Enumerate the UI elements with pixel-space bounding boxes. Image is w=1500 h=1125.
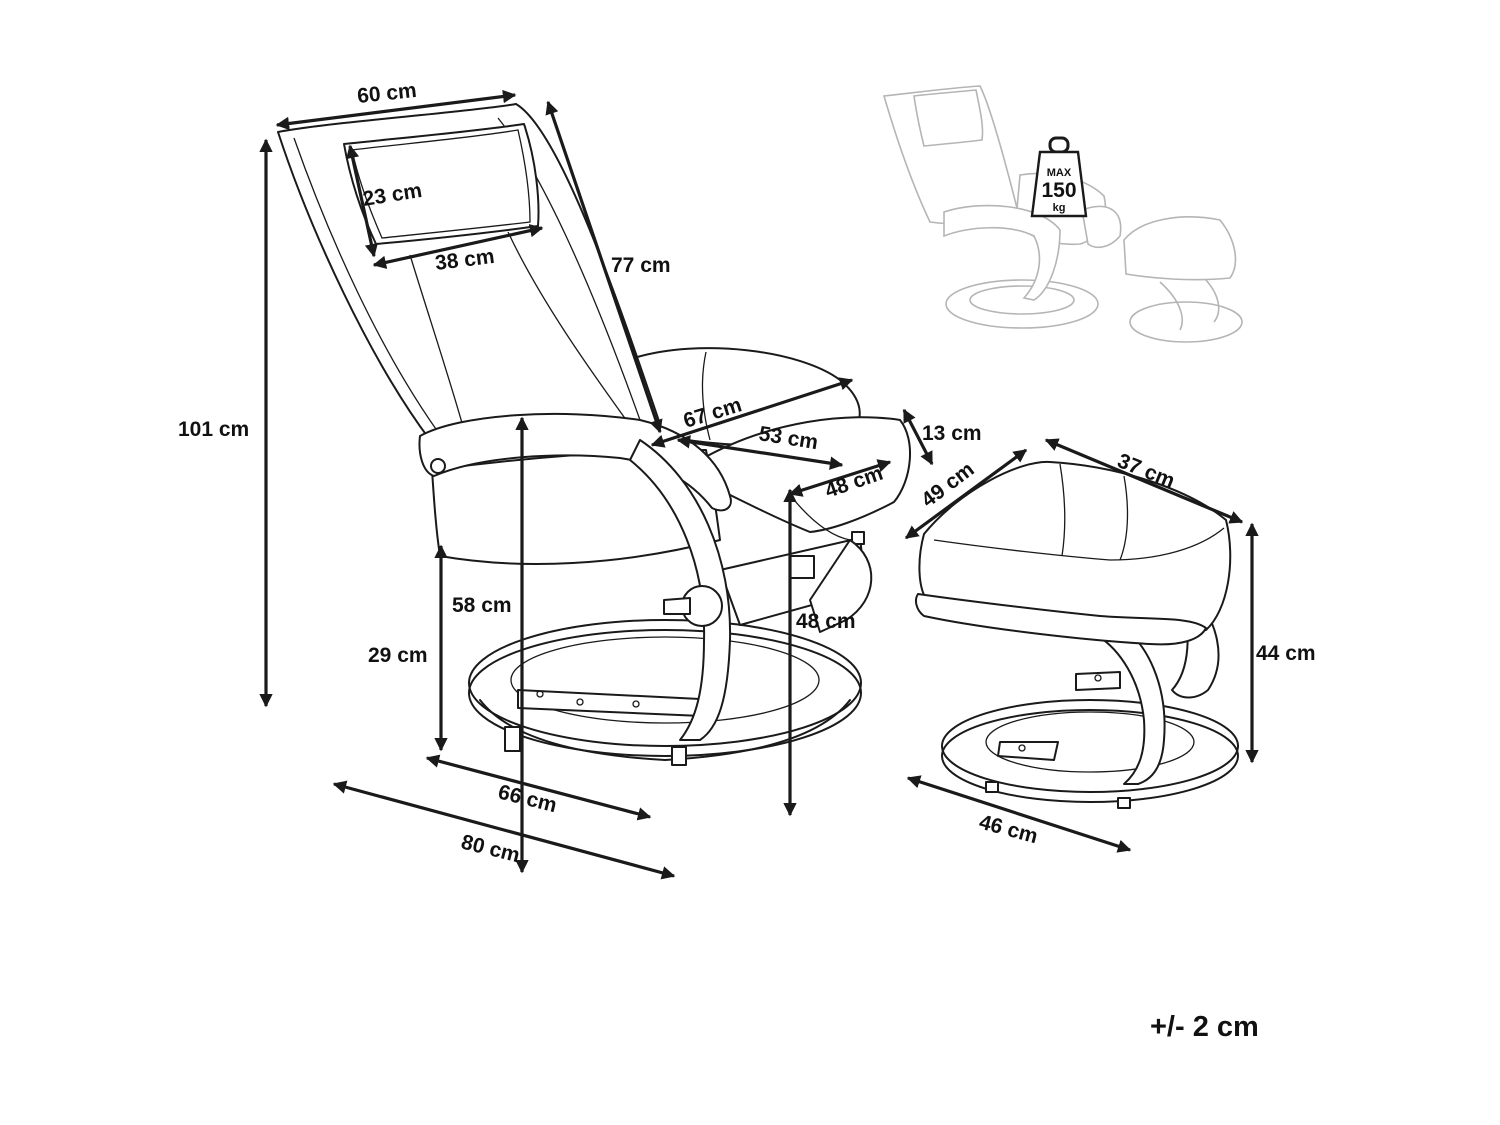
max-load-unit: kg <box>1053 202 1066 214</box>
dim-label-13: 13 cm <box>922 422 982 445</box>
dim-label-58: 58 cm <box>452 594 512 617</box>
dim-label-48-height: 48 cm <box>796 610 856 633</box>
footstool-drawing <box>915 460 1239 809</box>
max-load-prefix: MAX <box>1047 167 1072 179</box>
dim-label-101: 101 cm <box>178 418 249 441</box>
dimension-lines <box>259 89 1259 880</box>
dim-label-80: 80 cm <box>459 831 522 868</box>
max-load-value: 150 <box>1041 179 1076 202</box>
dim-label-60: 60 cm <box>356 79 418 108</box>
dim-label-44: 44 cm <box>1256 642 1316 665</box>
dim-label-77: 77 cm <box>611 254 671 277</box>
dimension-labels: 60 cm 23 cm 38 cm 77 cm 101 cm 67 cm 53 … <box>178 79 1316 1043</box>
dim-label-66: 66 cm <box>496 781 559 818</box>
max-load-weight-icon: MAX 150 kg <box>1030 136 1088 218</box>
tolerance-note: +/- 2 cm <box>1150 1011 1259 1043</box>
dim-label-29: 29 cm <box>368 644 428 667</box>
